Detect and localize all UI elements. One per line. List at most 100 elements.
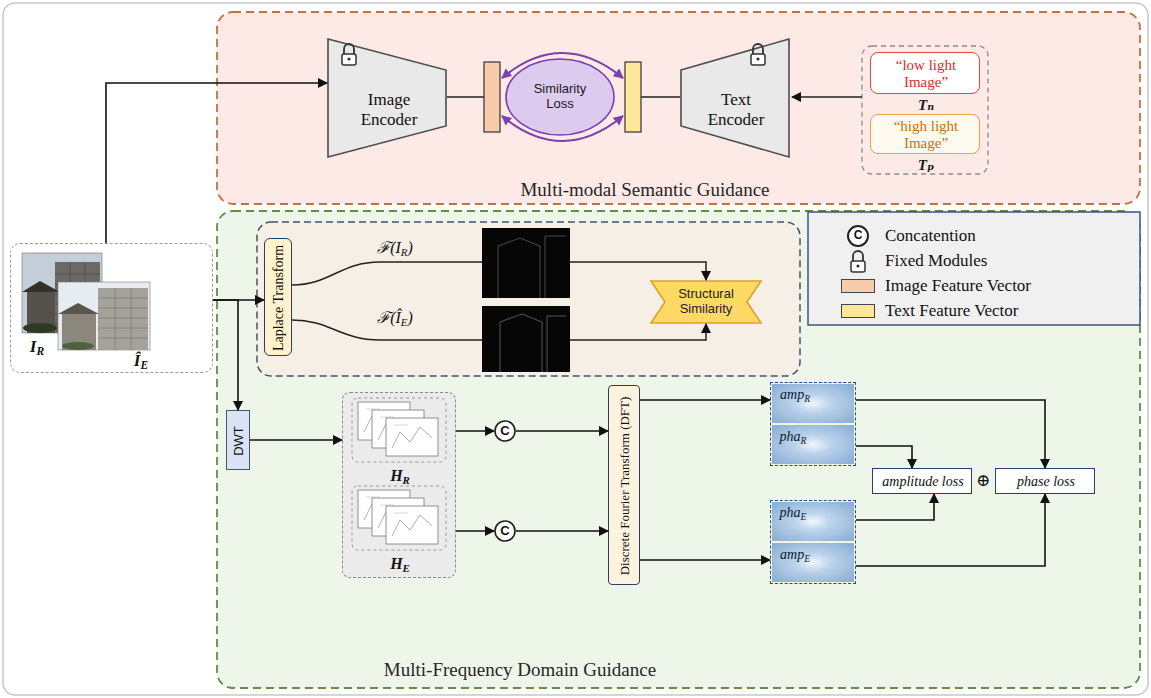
node-text: C (500, 524, 509, 539)
reference-photo (22, 281, 60, 292)
edge-map-image (545, 236, 566, 298)
region-title: Multi-Frequency Domain Guidance (384, 659, 656, 681)
text-block: Structural Similarity (668, 287, 744, 317)
reference-photo (23, 323, 57, 333)
prompt-symbol: Tₚ (918, 157, 935, 174)
feature-vector-bar (625, 62, 641, 132)
subscript: E (403, 562, 410, 574)
subscript: R (804, 394, 810, 404)
prompt-text: “low light Image” (876, 57, 976, 92)
enhanced-photo (58, 282, 150, 350)
structural-link (570, 262, 706, 280)
feature-link (447, 96, 484, 98)
feature-link (792, 96, 862, 98)
legend-sample (848, 226, 868, 246)
laplace-path (292, 262, 482, 285)
dft-block: Discrete Fourier Transform (DFT) (608, 385, 640, 585)
text-block: Image Encoder (347, 90, 431, 129)
subscript: R (36, 346, 44, 359)
node-text: DWT (232, 426, 247, 456)
legend-text: Image Feature Vector (885, 276, 1031, 296)
legend-sample (848, 226, 868, 272)
text-block: amplitude loss (882, 474, 963, 490)
similarity-loss: Similarity Loss (505, 58, 615, 136)
prompt-group-box (862, 46, 988, 174)
enhanced-photo (98, 288, 148, 350)
enhanced-photo (98, 308, 148, 309)
structural-link (570, 324, 706, 340)
connector-arrow (106, 83, 327, 243)
image-symbol: ÎE (134, 351, 148, 371)
similarity-arc (502, 53, 623, 141)
node-text: amplitude loss (882, 474, 963, 490)
enhanced-photo (58, 303, 99, 314)
enhanced-photo (98, 288, 148, 350)
lock-icon (342, 44, 356, 65)
similarity-loss-shape (506, 59, 614, 135)
transform-label: ℱ(ÎE) (377, 309, 413, 327)
text-block: C (500, 424, 509, 439)
connector-arrow (213, 300, 238, 410)
laplace-block: Laplace Transform (264, 238, 292, 356)
legend-box (808, 212, 1140, 325)
edge-map-image (482, 306, 570, 372)
legend-text: Concatention (885, 226, 976, 246)
spectrum-label: phaR (780, 429, 807, 445)
node-text: Discrete Fourier Transform (DFT) (618, 397, 633, 576)
figure-frame (3, 3, 1148, 695)
node-text: phase loss (1017, 474, 1075, 490)
enhanced-photo (115, 288, 116, 350)
component-symbol: HR (390, 467, 410, 485)
enhanced-photo (58, 282, 150, 350)
concat-circle-shape (495, 421, 515, 441)
prompt-symbol: Tₙ (918, 97, 934, 114)
subscript: E (140, 360, 148, 373)
component-symbol: HE (390, 555, 410, 573)
edge-map-image (498, 238, 540, 298)
transform-label: ℱ(IR) (377, 239, 413, 257)
enhanced-photo (98, 298, 148, 299)
spectrum-image (772, 502, 854, 541)
laplace-group-box (257, 222, 800, 376)
spectrum-image (772, 384, 854, 582)
text-block: DWT (232, 426, 247, 456)
connector-arrow (856, 494, 934, 520)
text-block: “low light Image” (876, 57, 976, 92)
structural-similarity: Structural Similarity (650, 280, 762, 324)
wavelet-stack (352, 486, 446, 550)
text-block: phase loss (1017, 474, 1075, 490)
legend-sample (851, 251, 865, 272)
connector-arrow (640, 399, 770, 401)
frequency-region-ground (217, 211, 1140, 688)
image-encoder-shape (328, 39, 446, 157)
connector-arrow (456, 530, 494, 532)
node-text: C (500, 424, 509, 439)
semantic-region-ground (217, 12, 1140, 204)
enhanced-photo (98, 338, 148, 339)
prompt-box: “low light Image”Tₙ (870, 52, 980, 94)
edge-map-image (482, 228, 570, 372)
node-text: Text Encoder (694, 90, 778, 129)
structural-similarity-shape (651, 281, 761, 323)
sum-symbol: ⊕ (976, 471, 990, 491)
edge-map-image (500, 314, 542, 372)
node-text: Structural Similarity (668, 287, 744, 317)
feature-link (641, 96, 680, 98)
connector-arrow (856, 400, 1045, 468)
edge-map-image (482, 228, 570, 298)
legend-swatch (841, 279, 875, 293)
reference-photo (55, 274, 100, 275)
connector-arrow (250, 439, 342, 441)
image-symbol: IR (30, 337, 44, 357)
node-text: Laplace Transform (271, 245, 287, 351)
subscript: E (804, 554, 810, 564)
text-block: Discrete Fourier Transform (DFT) (618, 397, 633, 576)
connector-arrow (516, 430, 608, 432)
wavelet-stack (386, 506, 438, 544)
feature-vector-bar (484, 62, 500, 132)
wavelet-stack (352, 398, 446, 550)
